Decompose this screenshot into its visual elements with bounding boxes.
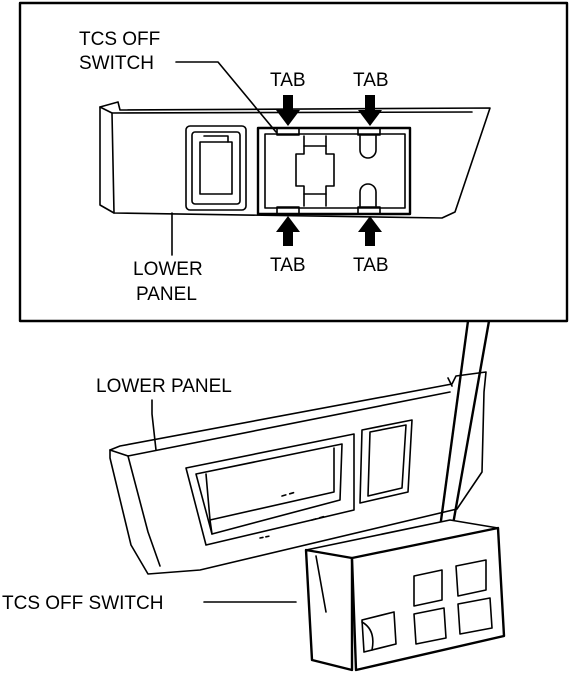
label-tcs-off-switch-main: TCS OFF SWITCH <box>2 593 163 614</box>
tab-arrow-bottom-right <box>358 216 382 246</box>
tab-arrow-top-right <box>358 95 382 126</box>
detail-tcs-off-switch <box>256 126 412 216</box>
tab-arrow-bottom-left <box>276 216 300 246</box>
label-tab-bottom-left: TAB <box>270 255 306 276</box>
label-tab-bottom-right: TAB <box>353 255 389 276</box>
label-tcs-off-switch-detail-2: SWITCH <box>79 53 154 74</box>
tab-arrow-top-left <box>276 95 300 126</box>
tab-arrows <box>276 95 382 246</box>
label-tab-top-right: TAB <box>353 70 389 91</box>
main-tcs-off-switch <box>304 519 506 672</box>
label-lower-panel-detail-1: LOWER <box>133 259 203 280</box>
detail-leaders <box>171 61 277 256</box>
detail-lower-panel <box>99 101 491 219</box>
label-lower-panel-main: LOWER PANEL <box>96 376 232 397</box>
callout-wedge <box>438 320 491 531</box>
main-lower-panel <box>109 371 487 575</box>
detail-inset-frame <box>18 1 569 323</box>
label-lower-panel-detail-2: PANEL <box>136 284 197 305</box>
main-leaders <box>151 399 297 603</box>
label-tab-top-left: TAB <box>270 70 306 91</box>
label-tcs-off-switch-detail-1: TCS OFF <box>79 29 160 50</box>
